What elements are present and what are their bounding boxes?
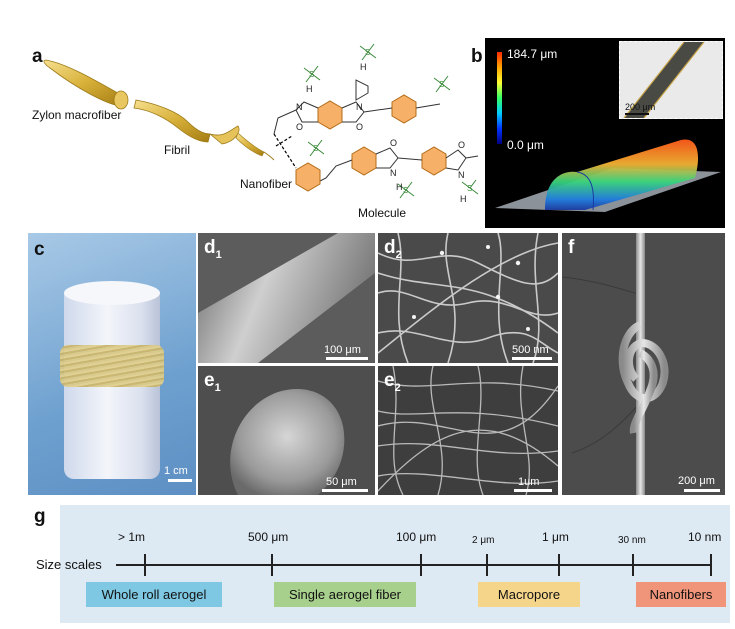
label-molecule: Molecule: [358, 206, 407, 220]
wound-aerogel-fiber: [60, 345, 164, 387]
atom-n: N: [458, 170, 465, 180]
atom-o: O: [458, 140, 465, 150]
atom-s: S: [467, 184, 472, 193]
tick-gt-1m: [144, 554, 146, 576]
category-whole-roll-aerogel: Whole roll aerogel: [86, 582, 222, 607]
atom-n: N: [296, 102, 303, 112]
tick-10nm: [710, 554, 712, 576]
panel-d2-label: d2: [384, 237, 402, 261]
panel-d1: d1 100 μm: [198, 233, 375, 363]
scale-bar-c: [168, 479, 192, 482]
atom-s: S: [309, 70, 314, 79]
tick-500um: [271, 554, 273, 576]
scale-bar-d2: [512, 357, 552, 360]
size-scale-axis-line: [116, 564, 712, 566]
atom-h: H: [360, 62, 367, 72]
colorbar-min-label: 0.0 μm: [507, 138, 544, 152]
label-zylon-macrofiber: Zylon macrofiber: [32, 108, 122, 122]
atom-o: O: [356, 122, 363, 132]
size-scales-axis-label: Size scales: [36, 557, 102, 572]
cylinder-top: [64, 281, 160, 305]
scale-bar-e2: [514, 489, 552, 492]
height-colorbar: [497, 52, 502, 144]
scale-label-c: 1 cm: [164, 465, 188, 477]
scale-bar-e1: [322, 489, 368, 492]
scale-label-e2: 1um: [518, 476, 540, 488]
sem-network-d2: [378, 233, 558, 363]
zylon-fiber-illustration: [43, 59, 275, 161]
panel-f-label: f: [568, 237, 575, 258]
scale-label-d2: 500 nm: [512, 344, 549, 356]
panel-e1: e1 50 μm: [198, 366, 375, 495]
tick-label-30nm: 30 nm: [618, 535, 646, 546]
label-fibril: Fibril: [164, 143, 190, 157]
panel-d2: d2 500 nm: [378, 233, 558, 363]
tick-label-1um: 1 μm: [542, 530, 569, 544]
tick-label-2um: 2 μm: [472, 535, 495, 546]
scale-bar-d1: [326, 357, 368, 360]
atom-s: S: [365, 48, 370, 57]
sem-knotted-fiber: [562, 233, 725, 495]
panel-c-label: c: [34, 239, 45, 260]
category-single-aerogel-fiber: Single aerogel fiber: [274, 582, 416, 607]
atom-s: S: [439, 80, 444, 89]
tick-label-100um: 100 μm: [396, 530, 437, 544]
colorbar-max-label: 184.7 μm: [507, 47, 558, 61]
category-nanofibers: Nanofibers: [636, 582, 726, 607]
inset-scale-label: 200 μm: [625, 102, 656, 112]
panel-g-label: g: [34, 506, 46, 527]
tick-label-10nm: 10 nm: [688, 530, 722, 544]
label-nanofiber: Nanofiber: [240, 177, 293, 191]
atom-o: O: [390, 138, 397, 148]
scale-label-d1: 100 μm: [324, 344, 361, 356]
tick-label-gt-1m: > 1m: [118, 530, 146, 544]
sem-fiber-d1: [198, 233, 375, 363]
tick-30nm: [632, 554, 634, 576]
atom-h: H: [460, 194, 467, 204]
atom-h: H: [396, 182, 403, 192]
panel-e1-label: e1: [204, 370, 221, 394]
surface-profile-3d: [495, 139, 721, 212]
scale-label-e1: 50 μm: [326, 476, 357, 488]
atom-h: H: [306, 84, 313, 94]
atom-o: O: [296, 122, 303, 132]
panel-f: f 200 μm: [562, 233, 725, 495]
panel-e2: e2 1um: [378, 366, 558, 495]
atom-s: S: [403, 186, 408, 195]
atom-n: N: [356, 102, 363, 112]
panel-b-label: b: [471, 46, 483, 67]
panel-a: a Zylon macrofiber Fibril Nanofiber Mole…: [28, 38, 480, 228]
atom-s: S: [313, 144, 318, 153]
sem-crosssection-e1: [198, 366, 375, 495]
category-macropore: Macropore: [478, 582, 580, 607]
optical-inset: 200 μm: [619, 41, 723, 119]
panel-b: b 184.7 μm 0.0 μm 200 μm: [471, 38, 725, 228]
panel-d1-label: d1: [204, 237, 222, 261]
sem-network-e2: [378, 366, 558, 495]
tick-1um: [558, 554, 560, 576]
panel-c: c 1 cm: [28, 233, 196, 495]
panel-a-label: a: [32, 46, 43, 67]
tick-100um: [420, 554, 422, 576]
scale-label-f: 200 μm: [678, 475, 715, 487]
panel-g-size-scale: Size scales > 1m 500 μm 100 μm 2 μm 1 μm…: [36, 505, 730, 623]
atom-n: N: [390, 168, 397, 178]
scale-bar-f: [684, 489, 720, 492]
tick-2um: [486, 554, 488, 576]
panel-e2-label: e2: [384, 370, 401, 394]
molecule-structure: S S S S S S N N O O O O N N H H H H: [273, 43, 479, 204]
inset-scale-bar: [625, 113, 649, 115]
tick-label-500um: 500 μm: [248, 530, 289, 544]
